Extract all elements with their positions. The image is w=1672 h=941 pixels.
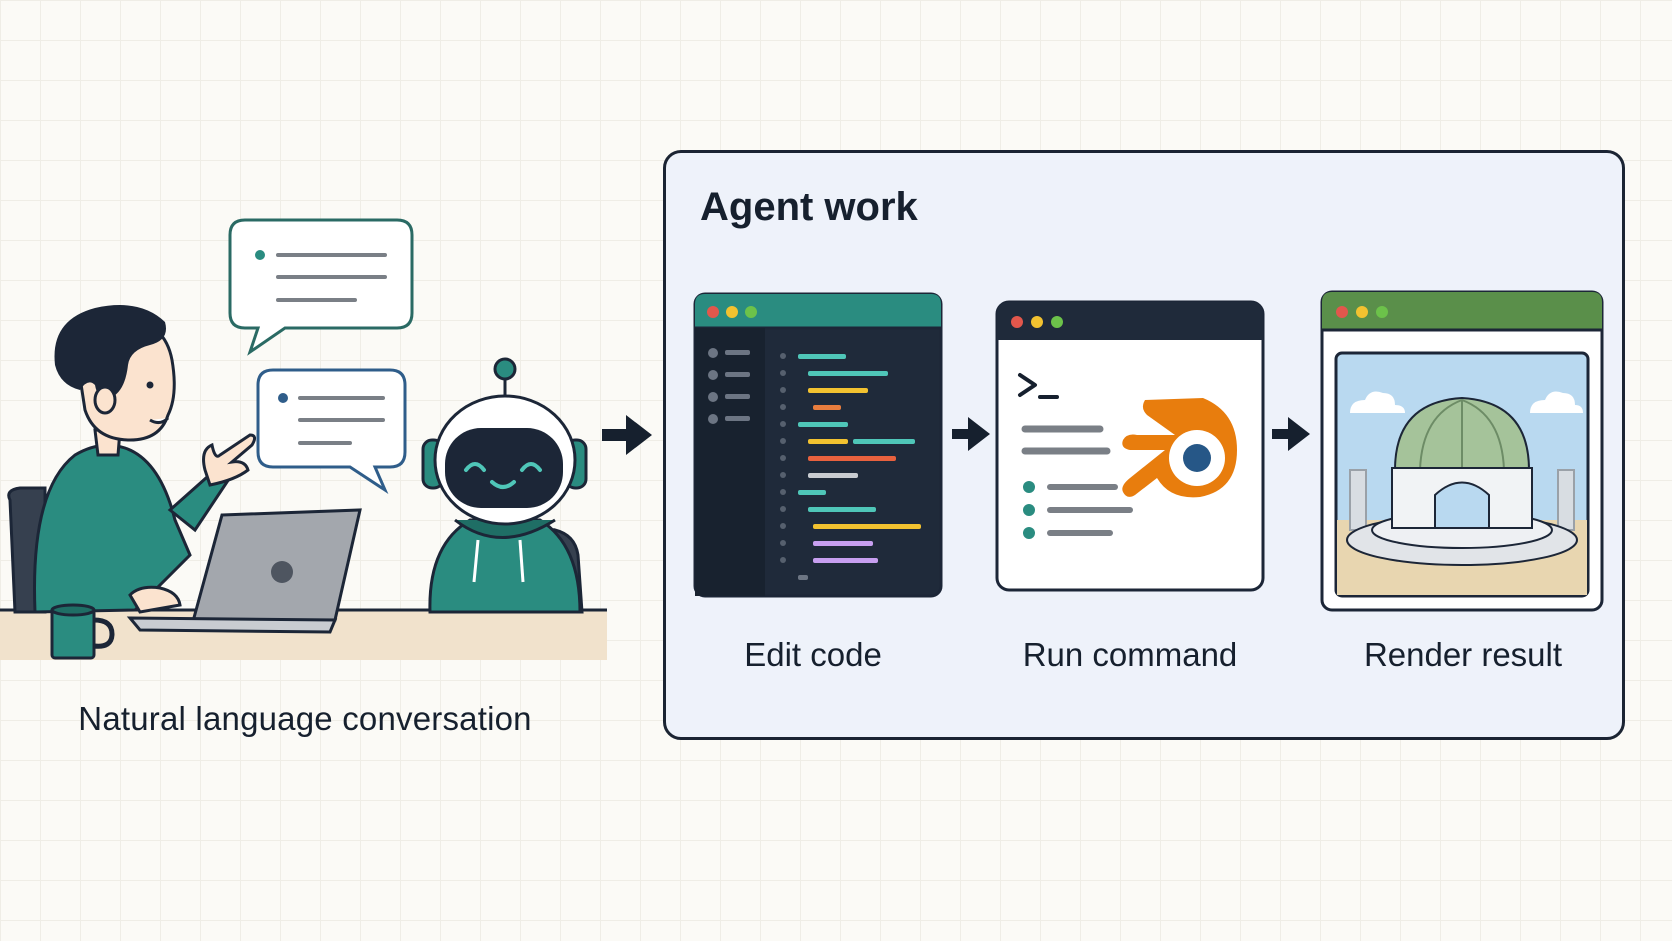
robot-icon — [421, 357, 588, 614]
speech-bubble-icon — [228, 218, 414, 356]
speech-bubble-icon — [256, 368, 407, 495]
arrow-right-icon — [602, 415, 652, 455]
agent-work-title: Agent work — [700, 185, 918, 229]
code-editor-icon — [693, 292, 943, 598]
conversation-illustration — [0, 218, 607, 660]
person-icon — [33, 305, 257, 614]
arrow-right-icon — [952, 417, 990, 451]
mug-icon — [50, 603, 115, 660]
step-label-run-command: Run command — [1022, 636, 1238, 673]
blender-logo-icon — [1122, 398, 1237, 498]
terminal-blender-icon — [995, 300, 1265, 592]
step-label-edit-code: Edit code — [744, 636, 882, 673]
step-label-render-result: Render result — [1363, 636, 1563, 673]
conversation-caption: Natural language conversation — [78, 700, 532, 737]
render-preview-icon — [1320, 290, 1604, 612]
arrow-right-icon — [1272, 417, 1310, 451]
laptop-icon — [126, 508, 362, 634]
